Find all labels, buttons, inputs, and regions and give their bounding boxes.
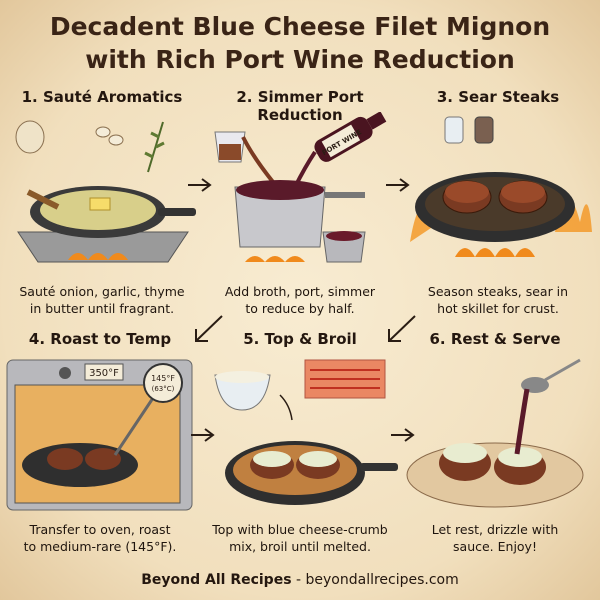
step-3-heading: 3. Sear Steaks [436,88,560,106]
onion-icon [15,120,45,154]
arrow-right-icon [391,428,415,442]
ladle-icon [521,358,581,393]
spoon-icon [26,189,60,210]
step-6-heading: 6. Rest & Serve [429,330,561,348]
step-2-heading: 2. Simmer Port Reduction [236,88,364,124]
arrow-right-icon [188,178,212,192]
mixing-bowl-icon [214,371,271,411]
thyme-icon [144,121,165,173]
arrow-down-left-icon [195,315,223,342]
arrow-right-icon [191,428,215,442]
step-1-heading: 1. Sauté Aromatics [21,88,183,106]
measuring-cup-icon [214,131,246,163]
title-line-1: Decadent Blue Cheese Filet Mignon [49,12,551,41]
thermometer-icon: 145°F (63°C) [113,363,183,456]
arrow-right-icon [386,178,410,192]
oven-display [84,363,124,381]
page-title: Decadent Blue Cheese Filet Mignon with R… [0,10,600,76]
pepper-shaker-icon [474,116,494,144]
footer: Beyond All Recipes - beyondallrecipes.co… [0,572,600,588]
svg-text:350°F: 350°F [89,368,119,379]
port-wine-bottle-icon: PORT WINE [314,112,387,162]
garlic-icon [95,126,124,146]
step-4-heading: 4. Roast to Temp [28,330,172,348]
port-reduction-illustration: PORT WINE [214,112,387,263]
broiler-element-icon [304,359,386,399]
title-line-2: with Rich Port Wine Reduction [85,45,515,74]
steak-icon [498,180,548,214]
steak-icon [296,451,340,479]
butter-icon [89,197,111,211]
pan-handle [158,208,196,216]
sear-steaks-illustration [410,116,592,257]
rest-serve-illustration [406,358,584,508]
plate-icon [406,442,584,508]
small-pan-icon [322,231,366,263]
arrow-down-left-icon [388,315,416,342]
steak-icon [439,443,491,481]
steak-icon [250,451,294,479]
flame-icon [68,253,128,260]
steak-icon [494,447,546,485]
roast-oven-illustration: 350°F 145°F (63°C) [6,359,193,511]
svg-text:145°F: 145°F [151,374,175,383]
steak-icon [442,180,492,214]
footer-url: beyondallrecipes.com [305,572,459,588]
svg-text:(63°C): (63°C) [152,385,175,393]
top-broil-illustration [214,359,398,505]
footer-separator: - [291,572,306,588]
footer-brand: Beyond All Recipes [141,572,292,588]
saute-aromatics-illustration [15,120,196,263]
oven-knob-icon [59,367,71,379]
saucepan-icon [234,180,365,248]
step-5-heading: 5. Top & Broil [243,330,357,348]
salt-shaker-icon [444,116,464,144]
